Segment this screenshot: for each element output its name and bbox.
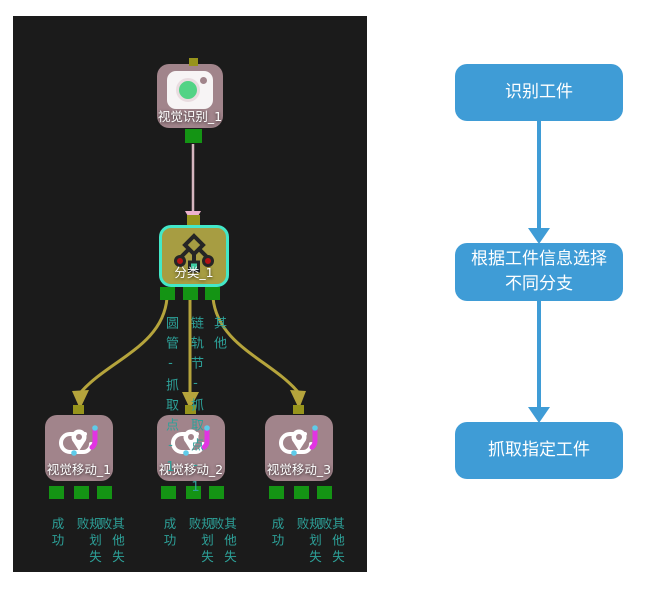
node-vision-move-2[interactable]: 视觉移动_2 xyxy=(157,415,225,481)
output-port-move2-success[interactable] xyxy=(161,486,176,499)
output-port-move1-planfail[interactable] xyxy=(74,486,89,499)
branch-label-track: 链轨节-抓取点-1 xyxy=(188,316,203,502)
output-port-classify-track[interactable] xyxy=(183,287,198,300)
node-label-classify: 分类_1 xyxy=(174,265,214,280)
input-port-classify[interactable] xyxy=(187,215,200,225)
flowchart-arrow-2-head xyxy=(528,407,550,423)
output-port-classify-other[interactable] xyxy=(205,287,220,300)
port-label-move1-planfail: 规划失败 xyxy=(74,517,103,567)
port-label-move3-success: 成功 xyxy=(269,517,285,550)
flowchart-step-recognize: 识别工件 xyxy=(455,64,623,121)
node-label-move2: 视觉移动_2 xyxy=(158,462,224,477)
flowchart-arrow-2-line xyxy=(537,299,541,408)
output-port-move2-otherfail[interactable] xyxy=(209,486,224,499)
node-editor-canvas[interactable]: 视觉识别_1 分类_1 圆管-抓取点-1 链轨节-抓取点-1 其他 xyxy=(13,16,367,572)
edge-branch-track[interactable] xyxy=(182,298,199,409)
path-pin-icon xyxy=(59,425,98,456)
port-label-move2-planfail: 规划失败 xyxy=(186,517,215,567)
output-port-classify-pipe[interactable] xyxy=(160,287,175,300)
flowchart-arrow-1-line xyxy=(537,120,541,229)
camera-lens xyxy=(176,78,200,102)
branch-label-other: 其他 xyxy=(211,316,226,356)
node-vision-move-1[interactable]: 视觉移动_1 xyxy=(45,415,113,481)
path-pin-icon xyxy=(171,425,210,456)
camera-icon xyxy=(167,71,213,109)
edge-layer xyxy=(72,144,306,409)
node-vision-move-3[interactable]: 视觉移动_3 xyxy=(265,415,333,481)
output-port-move1-otherfail[interactable] xyxy=(97,486,112,499)
output-port-move3-success[interactable] xyxy=(269,486,284,499)
port-label-move2-success: 成功 xyxy=(161,517,177,550)
output-port-recognize[interactable] xyxy=(185,129,202,143)
node-label-recognize: 视觉识别_1 xyxy=(157,109,223,124)
output-port-move2-planfail[interactable] xyxy=(186,486,201,499)
input-port-move2[interactable] xyxy=(185,405,196,414)
edge-recognize-to-classify[interactable] xyxy=(185,144,201,225)
camera-dot xyxy=(200,77,207,84)
flowchart-step-grab-label: 抓取指定工件 xyxy=(488,440,590,460)
output-port-move1-success[interactable] xyxy=(49,486,64,499)
port-label-move3-otherfail: 其他失败 xyxy=(317,517,346,567)
port-label-move1-otherfail: 其他失败 xyxy=(97,517,126,567)
port-label-move2-otherfail: 其他失败 xyxy=(209,517,238,567)
input-port-move1[interactable] xyxy=(73,405,84,414)
flowchart-step-select-branch-label: 根据工件信息选择不同分支 xyxy=(471,249,607,294)
flowchart-step-grab: 抓取指定工件 xyxy=(455,422,623,479)
port-label-move3-planfail: 规划失败 xyxy=(294,517,323,567)
flowchart-step-select-branch: 根据工件信息选择不同分支 xyxy=(455,243,623,301)
path-pin-icon xyxy=(279,425,318,456)
branch-label-pipe: 圆管-抓取点-1 xyxy=(163,316,178,482)
flowchart-arrow-1-head xyxy=(528,228,550,244)
node-label-move1: 视觉移动_1 xyxy=(46,462,112,477)
edge-branch-pipe[interactable] xyxy=(72,297,169,409)
flowchart-step-recognize-label: 识别工件 xyxy=(505,82,573,102)
port-label-move1-success: 成功 xyxy=(49,517,65,550)
edge-branch-other[interactable] xyxy=(211,297,306,409)
input-port-recognize[interactable] xyxy=(189,58,198,66)
output-port-move3-otherfail[interactable] xyxy=(317,486,332,499)
input-port-move3[interactable] xyxy=(293,405,304,414)
node-classify[interactable]: 分类_1 xyxy=(159,225,229,287)
output-port-move3-planfail[interactable] xyxy=(294,486,309,499)
node-vision-recognize[interactable]: 视觉识别_1 xyxy=(157,64,223,128)
node-label-move3: 视觉移动_3 xyxy=(266,462,332,477)
classify-tree-icon xyxy=(174,233,214,273)
